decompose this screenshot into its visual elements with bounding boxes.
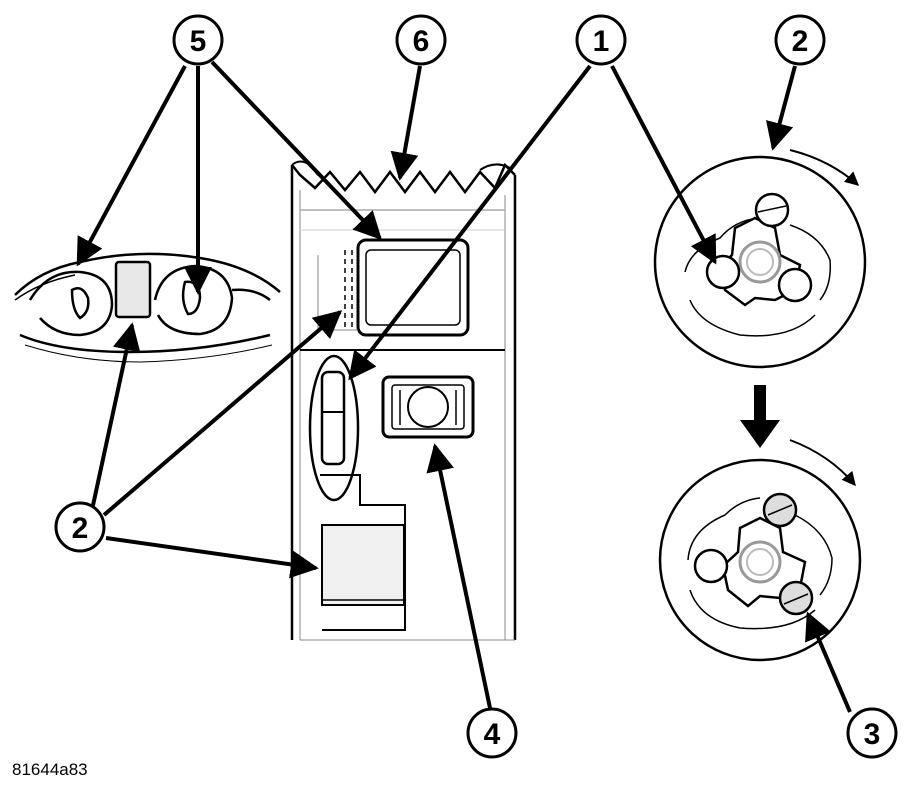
lock-ball-bottom-3 [778, 580, 814, 616]
serrated-edge [291, 162, 516, 195]
lock-ball-top-2 [705, 254, 741, 290]
lock-ball-top-3 [777, 267, 813, 303]
figure-id: 81644a83 [12, 760, 88, 779]
clip-highlight-ellipse [308, 354, 360, 502]
lock-ball-bottom-2 [693, 548, 729, 584]
callout-4: 4 [466, 707, 518, 759]
callout-5: 5 [172, 14, 224, 66]
upper-window [356, 238, 470, 337]
square-window [381, 375, 475, 439]
callout-3: 3 [846, 707, 898, 759]
callout-1: 1 [575, 14, 627, 66]
callout-5-label: 5 [190, 25, 207, 58]
belt-clip-detail [14, 252, 281, 363]
leader-lines [76, 60, 852, 713]
clip-slot [320, 370, 346, 466]
rotating-disc-bottom [658, 439, 862, 662]
callout-2-left: 2 [54, 501, 106, 553]
callout-6: 6 [395, 14, 447, 66]
lower-clip [321, 524, 405, 606]
callout-4-label: 4 [484, 718, 501, 751]
callout-2-top-label: 2 [792, 25, 809, 58]
callout-6-label: 6 [413, 25, 430, 58]
rotating-disc-top [653, 149, 867, 369]
callout-2-left-label: 2 [72, 512, 89, 545]
callout-3-label: 3 [864, 718, 881, 751]
transition-arrow [740, 385, 780, 448]
callout-1-label: 1 [593, 25, 610, 58]
center-assembly [290, 160, 517, 641]
lock-ball-top-1 [754, 192, 790, 228]
callout-2-top: 2 [774, 14, 826, 66]
